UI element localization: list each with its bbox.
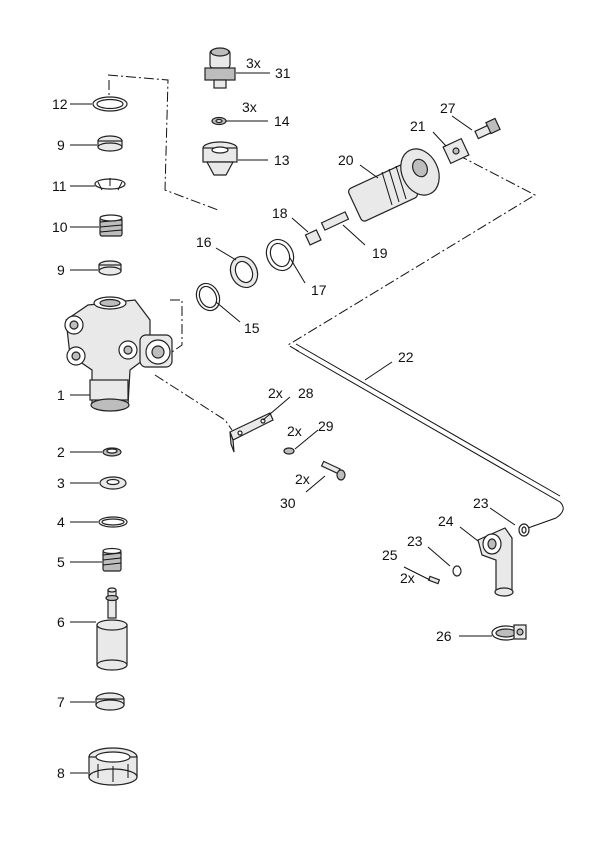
qty-28: 2x (268, 385, 283, 401)
qty-30: 2x (295, 471, 310, 487)
label-16: 16 (196, 234, 212, 250)
label-7: 7 (57, 694, 65, 710)
part-12-oring (92, 96, 128, 112)
label-15: 15 (244, 320, 260, 336)
part-number-labels: 12 9 11 10 9 1 2 3 4 5 6 7 8 3x 31 3x 14… (52, 55, 489, 781)
part-21-block (442, 137, 470, 165)
part-14-washer (211, 116, 227, 126)
part-6-piston (96, 587, 128, 671)
label-6: 6 (57, 614, 65, 630)
qty-25: 2x (400, 570, 415, 586)
part-22-rod (295, 343, 564, 529)
part-2-seal (102, 447, 122, 457)
part-27-screw (474, 117, 501, 140)
assembly-lines (107, 74, 537, 431)
label-5: 5 (57, 554, 65, 570)
part-17-oring (265, 238, 295, 272)
label-1: 1 (57, 387, 65, 403)
part-8-cap (88, 747, 138, 786)
label-4: 4 (57, 514, 65, 530)
part-26-clamp (491, 624, 527, 641)
label-31: 31 (275, 65, 291, 81)
label-18: 18 (272, 205, 288, 221)
part-20-cartridge (348, 148, 440, 222)
label-9-top: 9 (57, 137, 65, 153)
leader-lines (70, 72, 516, 774)
part-18-key (304, 229, 322, 246)
part-3-washer (99, 476, 127, 490)
label-13: 13 (274, 152, 290, 168)
part-10-spring (99, 214, 123, 237)
part-23-washer-a (518, 523, 530, 537)
part-15-oring (195, 282, 221, 312)
qty-14: 3x (242, 99, 257, 115)
part-5-spring (102, 547, 122, 572)
label-27: 27 (440, 100, 456, 116)
label-11: 11 (52, 178, 67, 194)
part-19-pin (320, 211, 350, 231)
part-11-retainer (94, 178, 126, 191)
label-9-lower: 9 (57, 262, 65, 278)
label-26: 26 (436, 628, 452, 644)
qty-31: 3x (246, 55, 261, 71)
part-23-washer-b (452, 565, 462, 577)
label-29: 29 (318, 418, 334, 434)
part-30-screw (320, 460, 346, 481)
label-28: 28 (298, 385, 314, 401)
label-2: 2 (57, 444, 65, 460)
part-25-pin (427, 575, 441, 585)
label-8: 8 (57, 765, 65, 781)
label-24: 24 (438, 513, 454, 529)
part-7-disc (95, 692, 125, 711)
part-31-fitting (204, 47, 236, 89)
part-1-valve-body (64, 296, 173, 412)
part-13-plug (202, 141, 238, 176)
label-19: 19 (372, 245, 388, 261)
part-9-disc-top (97, 135, 123, 152)
label-23-b: 23 (407, 533, 423, 549)
label-10: 10 (52, 219, 68, 235)
label-22: 22 (398, 349, 414, 365)
part-28-plate (229, 412, 274, 453)
label-12: 12 (52, 96, 68, 112)
part-16-ring (229, 255, 259, 289)
label-3: 3 (57, 475, 65, 491)
part-29-washer (283, 447, 295, 455)
part-9-disc-lower (98, 260, 122, 276)
label-14: 14 (274, 113, 290, 129)
part-24-lever (477, 527, 514, 597)
label-21: 21 (410, 118, 426, 134)
label-20: 20 (338, 152, 354, 168)
label-30: 30 (280, 495, 296, 511)
label-23-a: 23 (473, 495, 489, 511)
part-4-circlip (98, 516, 128, 528)
label-25: 25 (382, 547, 398, 563)
qty-29: 2x (287, 423, 302, 439)
label-17: 17 (311, 282, 327, 298)
